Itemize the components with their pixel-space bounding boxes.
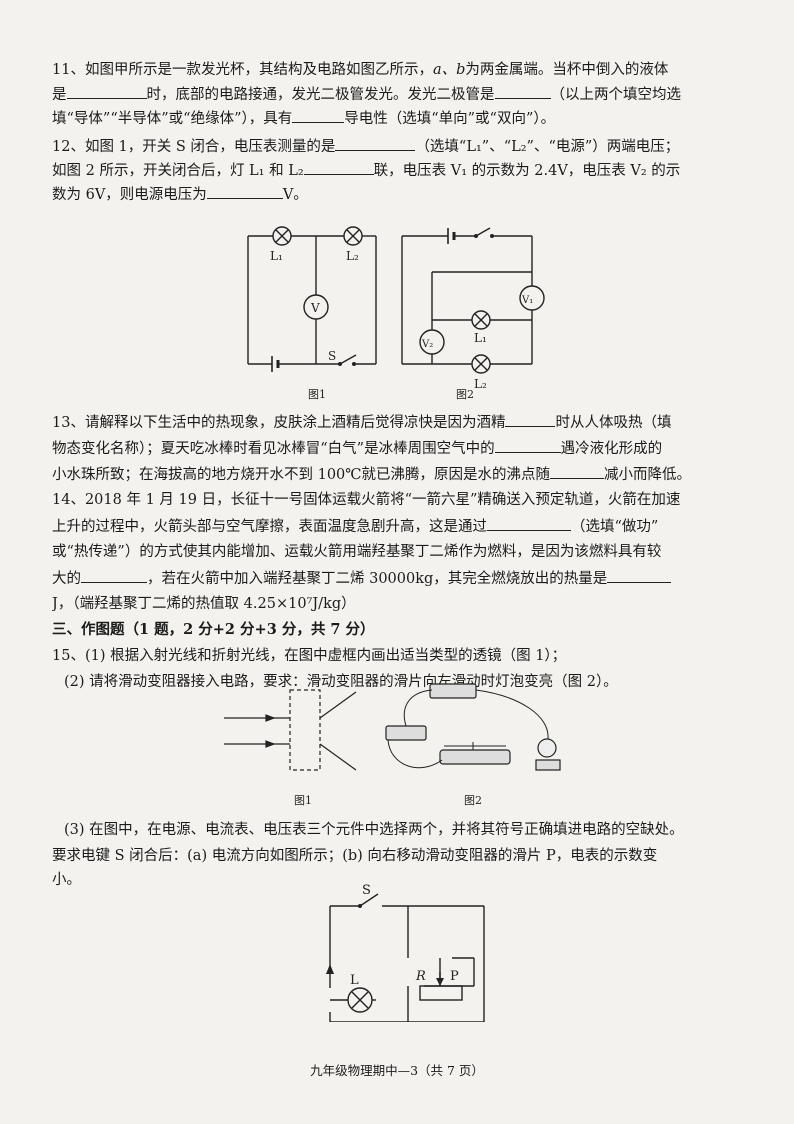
figure-caption: 图2 <box>456 388 474 401</box>
q11-text: 为两金属端。当杯中倒入的液体 <box>465 62 669 78</box>
label-s: S <box>328 349 336 363</box>
q15-line5: 小。 <box>52 872 81 888</box>
page-footer: 九年级物理期中—3（共 7 页） <box>310 1063 484 1078</box>
q14-line2: 上升的过程中，火箭头部与空气摩擦，表面温度急剧升高，这是通过（选填“做功” <box>52 516 752 537</box>
q14-line1: 14、2018 年 1 月 19 日，长征十一号固体运载火箭将“一箭六星”精确送… <box>52 492 681 508</box>
rheostat-icon[interactable] <box>439 749 511 765</box>
q11-terminals: a、b <box>432 62 466 78</box>
q14-line4: 大的，若在火箭中加入端羟基聚丁二烯 30000kg，其完全燃烧放出的热量是 <box>52 568 752 589</box>
q12-line1: 12、如图 1，开关 S 闭合，电压表测量的是（选填“L₁”、“L₂”、“电源”… <box>52 136 752 157</box>
answer-blank[interactable] <box>206 184 283 199</box>
q15-line3: (3) 在图中，在电源、电流表、电压表三个元件中选择两个，并将其符号正确填进电路… <box>64 822 684 838</box>
answer-blank[interactable] <box>81 568 147 583</box>
lamp-icon <box>343 226 363 246</box>
q12-circuit-figures: L₁ L₂ V S V₁ V₂ L₁ L₂ 图1 图2 <box>247 226 545 401</box>
answer-blank[interactable] <box>494 84 551 99</box>
q15-line4: 要求电键 S 闭合后：(a) 电流方向如图所示；(b) 向右移动滑动变阻器的滑片… <box>52 848 658 864</box>
label-p: P <box>450 969 459 984</box>
label-r: R <box>415 969 426 984</box>
current-arrow-icon <box>326 964 334 974</box>
q11-line1: 11、如图甲所示是一款发光杯，其结构及电路如图乙所示，a、b为两金属端。当杯中倒… <box>52 60 752 80</box>
label-l2: L₂ <box>474 377 487 391</box>
answer-blank[interactable] <box>292 108 345 123</box>
circuit-figure-2 <box>401 227 533 365</box>
q13-line3: 小水珠所致；在海拔高的地方烧开水不到 100℃就已沸腾，原因是水的沸点随减小而降… <box>52 464 752 485</box>
label-v2: V₂ <box>421 339 433 350</box>
q13-line2: 物态变化名称）；夏天吃冰棒时看见冰棒冒“白气”是冰棒周围空气中的遇冷液化形成的 <box>52 438 752 459</box>
dashed-lens-box[interactable] <box>289 689 321 771</box>
q11-line3: 填“导体”“半导体”或“绝缘体”），具有导电性（选填“单向”或“双向”）。 <box>52 108 752 129</box>
label-s: S <box>362 883 371 898</box>
answer-blank[interactable] <box>494 438 561 453</box>
answer-blank[interactable] <box>550 464 605 479</box>
lamp-icon <box>471 354 491 374</box>
lamp-icon <box>347 987 373 1013</box>
label-l2: L₂ <box>346 249 359 263</box>
q13-line1: 13、请解释以下生活中的热现象，皮肤涂上酒精后觉得凉快是因为酒精时从人体吸热（填 <box>52 412 752 433</box>
figure-caption: 图1 <box>308 388 326 401</box>
voltmeter-icon <box>419 329 445 355</box>
battery-icon <box>429 683 477 699</box>
lamp-icon <box>272 226 292 246</box>
answer-blank[interactable] <box>505 412 556 427</box>
answer-blank[interactable] <box>487 516 571 531</box>
q11-line2: 是时，底部的电路接通，发光二极管发光。发光二极管是（以上两个填空均选 <box>52 84 752 105</box>
answer-blank[interactable] <box>303 160 374 175</box>
switch-icon <box>385 725 427 741</box>
figure-caption: 图1 <box>294 794 312 807</box>
circuit-figure-1 <box>247 235 377 365</box>
voltmeter-icon <box>303 294 329 320</box>
figure-caption: 图2 <box>464 794 482 807</box>
label-l1: L₁ <box>474 331 487 345</box>
section-heading: 三、作图题（1 题，2 分+2 分+3 分，共 7 分） <box>52 621 375 638</box>
label-v: V <box>310 301 320 315</box>
label-l1: L₁ <box>270 249 283 263</box>
rheostat-icon <box>419 985 463 1001</box>
lens-figure: 图1 <box>224 689 357 807</box>
answer-blank[interactable] <box>607 568 672 583</box>
bulb-icon <box>537 738 557 758</box>
lamp-icon <box>471 310 491 330</box>
label-l: L <box>350 973 359 988</box>
q14-line3: 或“热传递”）的方式使其内能增加、运载火箭用端羟基聚丁二烯作为燃料，是因为该燃料… <box>52 544 662 560</box>
q11-text: 11、如图甲所示是一款发光杯，其结构及电路如图乙所示， <box>52 62 433 78</box>
q14-line5: J，（端羟基聚丁二烯的热值取 4.25×10⁷J/kg） <box>52 596 356 612</box>
voltmeter-icon <box>519 285 545 311</box>
answer-blank[interactable] <box>335 136 416 151</box>
rheostat-apparatus-figure: 图2 <box>385 683 561 807</box>
label-v1: V₁ <box>521 295 533 306</box>
lamp-base-icon <box>535 759 561 771</box>
answer-blank[interactable] <box>66 84 147 99</box>
q15-line2: (2) 请将滑动变阻器接入电路，要求：滑动变阻器的滑片向左滑动时灯泡变亮（图 2… <box>64 674 618 690</box>
q15-line1: 15、(1) 根据入射光线和折射光线，在图中虚框内画出适当类型的透镜（图 1）； <box>52 648 567 664</box>
fill-in-circuit-figure: S L R P <box>326 883 485 1022</box>
